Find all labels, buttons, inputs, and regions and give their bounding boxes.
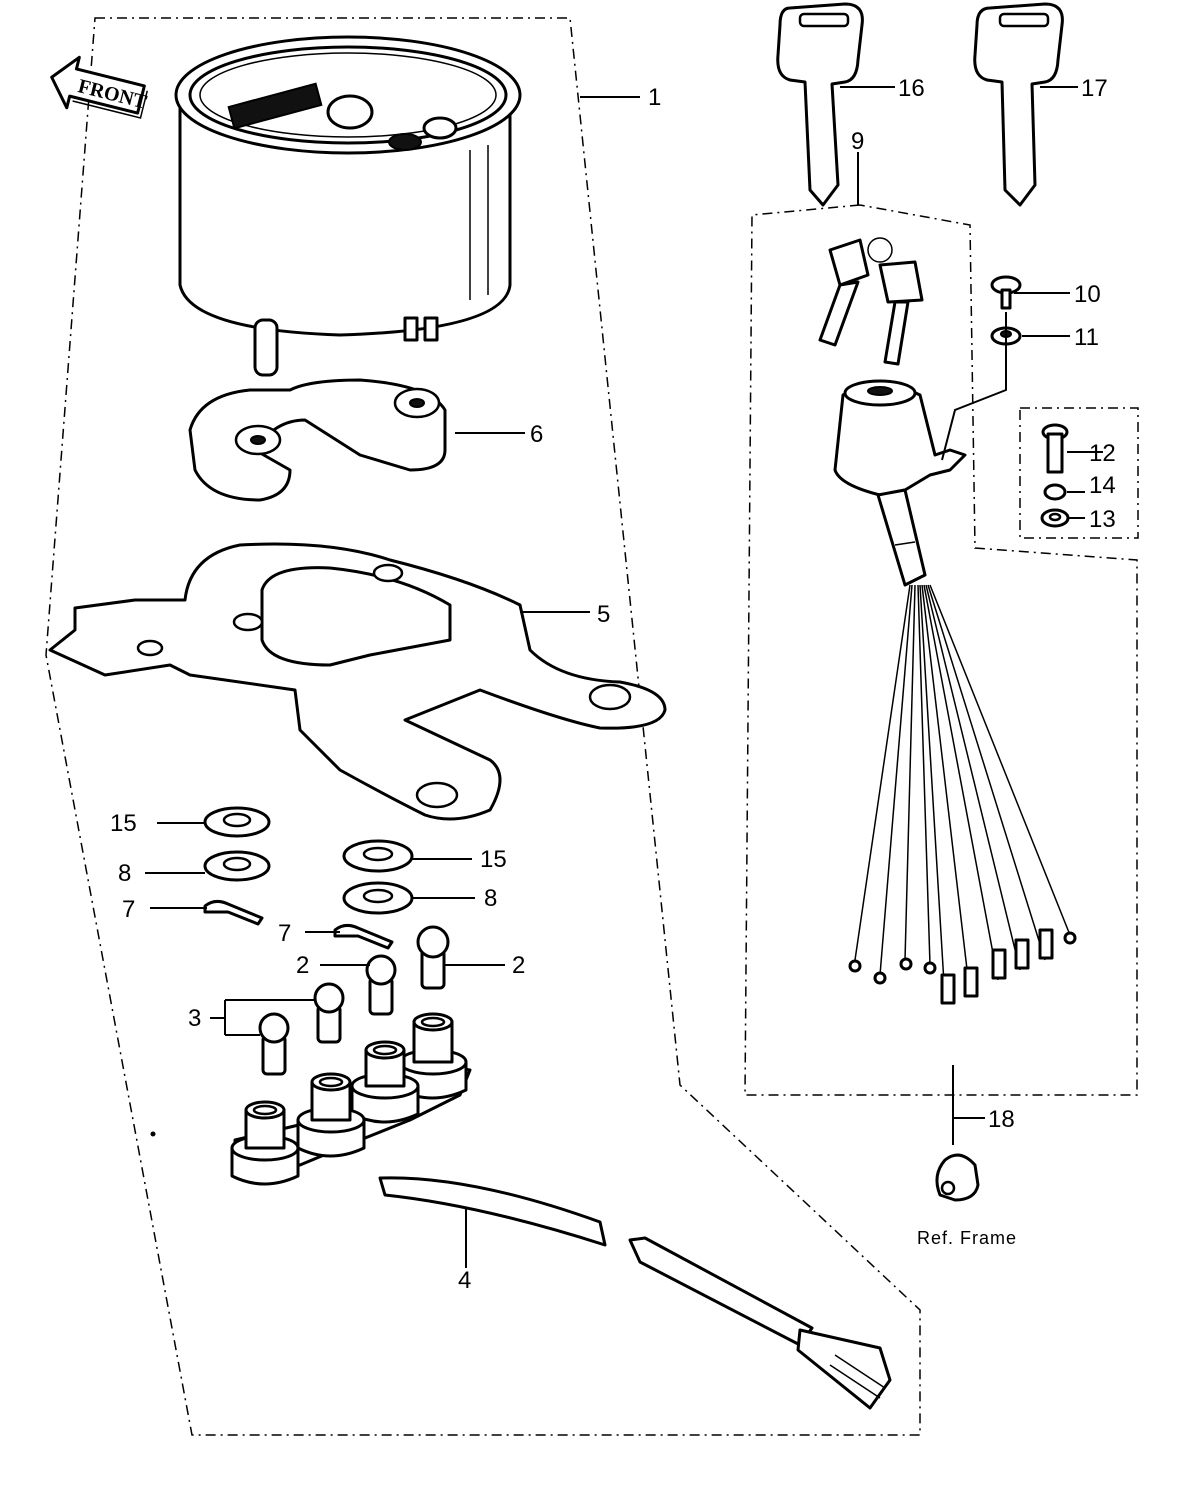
callout-15-left: 15 (110, 810, 137, 837)
ref-frame-stopper (935, 1153, 980, 1202)
front-arrow-icon: FRONT (50, 55, 150, 119)
callout-8-right: 8 (484, 885, 497, 912)
callout-10: 10 (1074, 281, 1101, 308)
washer-8-left (203, 850, 271, 882)
callout-6: 6 (530, 421, 543, 448)
callout-4: 4 (458, 1267, 471, 1294)
callout-16: 16 (898, 75, 925, 102)
callout-17: 17 (1081, 75, 1108, 102)
key-pair (818, 237, 924, 366)
callout-3: 3 (188, 1005, 201, 1032)
washer-14 (1043, 483, 1067, 501)
ref-frame-label: Ref. Frame (917, 1228, 1017, 1248)
washer-15-right (342, 839, 414, 873)
socket-harness (230, 1012, 892, 1410)
bulb-3-a (313, 982, 345, 1044)
callout-7-left: 7 (122, 896, 135, 923)
meter-assembly (174, 35, 522, 377)
stray-dot (150, 1131, 156, 1137)
callout-12: 12 (1089, 440, 1116, 467)
key-16 (776, 2, 864, 207)
key-17 (973, 2, 1064, 207)
screw-10 (990, 275, 1022, 310)
clip-7-right (333, 923, 394, 950)
clip-7-left (203, 899, 264, 926)
callout-15-right: 15 (480, 846, 507, 873)
callout-18: 18 (988, 1106, 1015, 1133)
callout-2-right: 2 (512, 952, 525, 979)
washer-15-left (203, 806, 271, 838)
callout-2-left: 2 (296, 952, 309, 979)
bulb-3-b (258, 1012, 290, 1076)
callout-11: 11 (1074, 324, 1099, 351)
mounting-bracket (48, 542, 667, 821)
callout-1: 1 (648, 84, 661, 111)
callout-8-left: 8 (118, 860, 131, 887)
bulb-2-a (416, 925, 450, 990)
callout-5: 5 (597, 601, 610, 628)
washer-13 (1040, 508, 1070, 528)
bolt-12 (1041, 423, 1069, 474)
callout-14: 14 (1089, 472, 1116, 499)
damper-bracket (188, 378, 447, 502)
callout-7-right: 7 (278, 920, 291, 947)
bulb-2-b (365, 954, 397, 1016)
ignition-group-boundary (744, 204, 1138, 1096)
callout-13: 13 (1089, 506, 1116, 533)
ignition-switch (833, 379, 1077, 1005)
meter-group-boundary (45, 17, 921, 1436)
washer-8-right (342, 881, 414, 915)
callout-9: 9 (851, 128, 864, 155)
bolt-subgroup-boundary (1019, 407, 1139, 539)
